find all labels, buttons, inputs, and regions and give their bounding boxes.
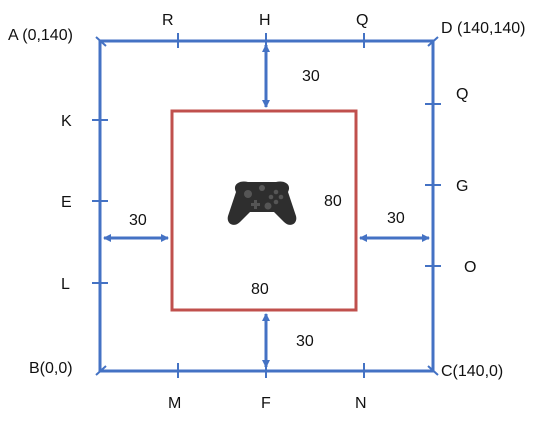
point-label-g: G xyxy=(456,178,468,195)
point-label-q-top: Q xyxy=(356,12,368,29)
dimension-inner-height: 80 xyxy=(324,193,342,210)
point-label-e: E xyxy=(61,194,72,211)
corner-tick-b xyxy=(95,365,107,376)
point-label-l: L xyxy=(61,276,70,293)
game-controller-icon xyxy=(227,181,297,225)
corner-label-b: B(0,0) xyxy=(29,360,73,377)
point-label-n: N xyxy=(355,395,367,412)
dimension-bottom-gap: 30 xyxy=(296,333,314,350)
point-label-q-right: Q xyxy=(456,86,468,103)
corner-label-c: C(140,0) xyxy=(441,363,503,380)
point-label-f: F xyxy=(261,395,271,412)
corner-tick-a xyxy=(95,36,107,47)
dimension-right-gap: 30 xyxy=(387,210,405,227)
point-label-h: H xyxy=(259,12,271,29)
point-label-k: K xyxy=(61,113,72,130)
point-label-r: R xyxy=(162,12,174,29)
inner-square xyxy=(170,109,358,312)
corner-tick-c xyxy=(427,365,439,376)
corner-label-d: D (140,140) xyxy=(441,20,526,37)
point-label-o: O xyxy=(464,259,476,276)
corner-label-a: A (0,140) xyxy=(8,27,73,44)
corner-tick-d xyxy=(427,36,439,47)
dimension-top-gap: 30 xyxy=(302,68,320,85)
dimension-inner-width: 80 xyxy=(251,281,269,298)
dimension-left-gap: 30 xyxy=(129,212,147,229)
point-label-m: M xyxy=(168,395,181,412)
